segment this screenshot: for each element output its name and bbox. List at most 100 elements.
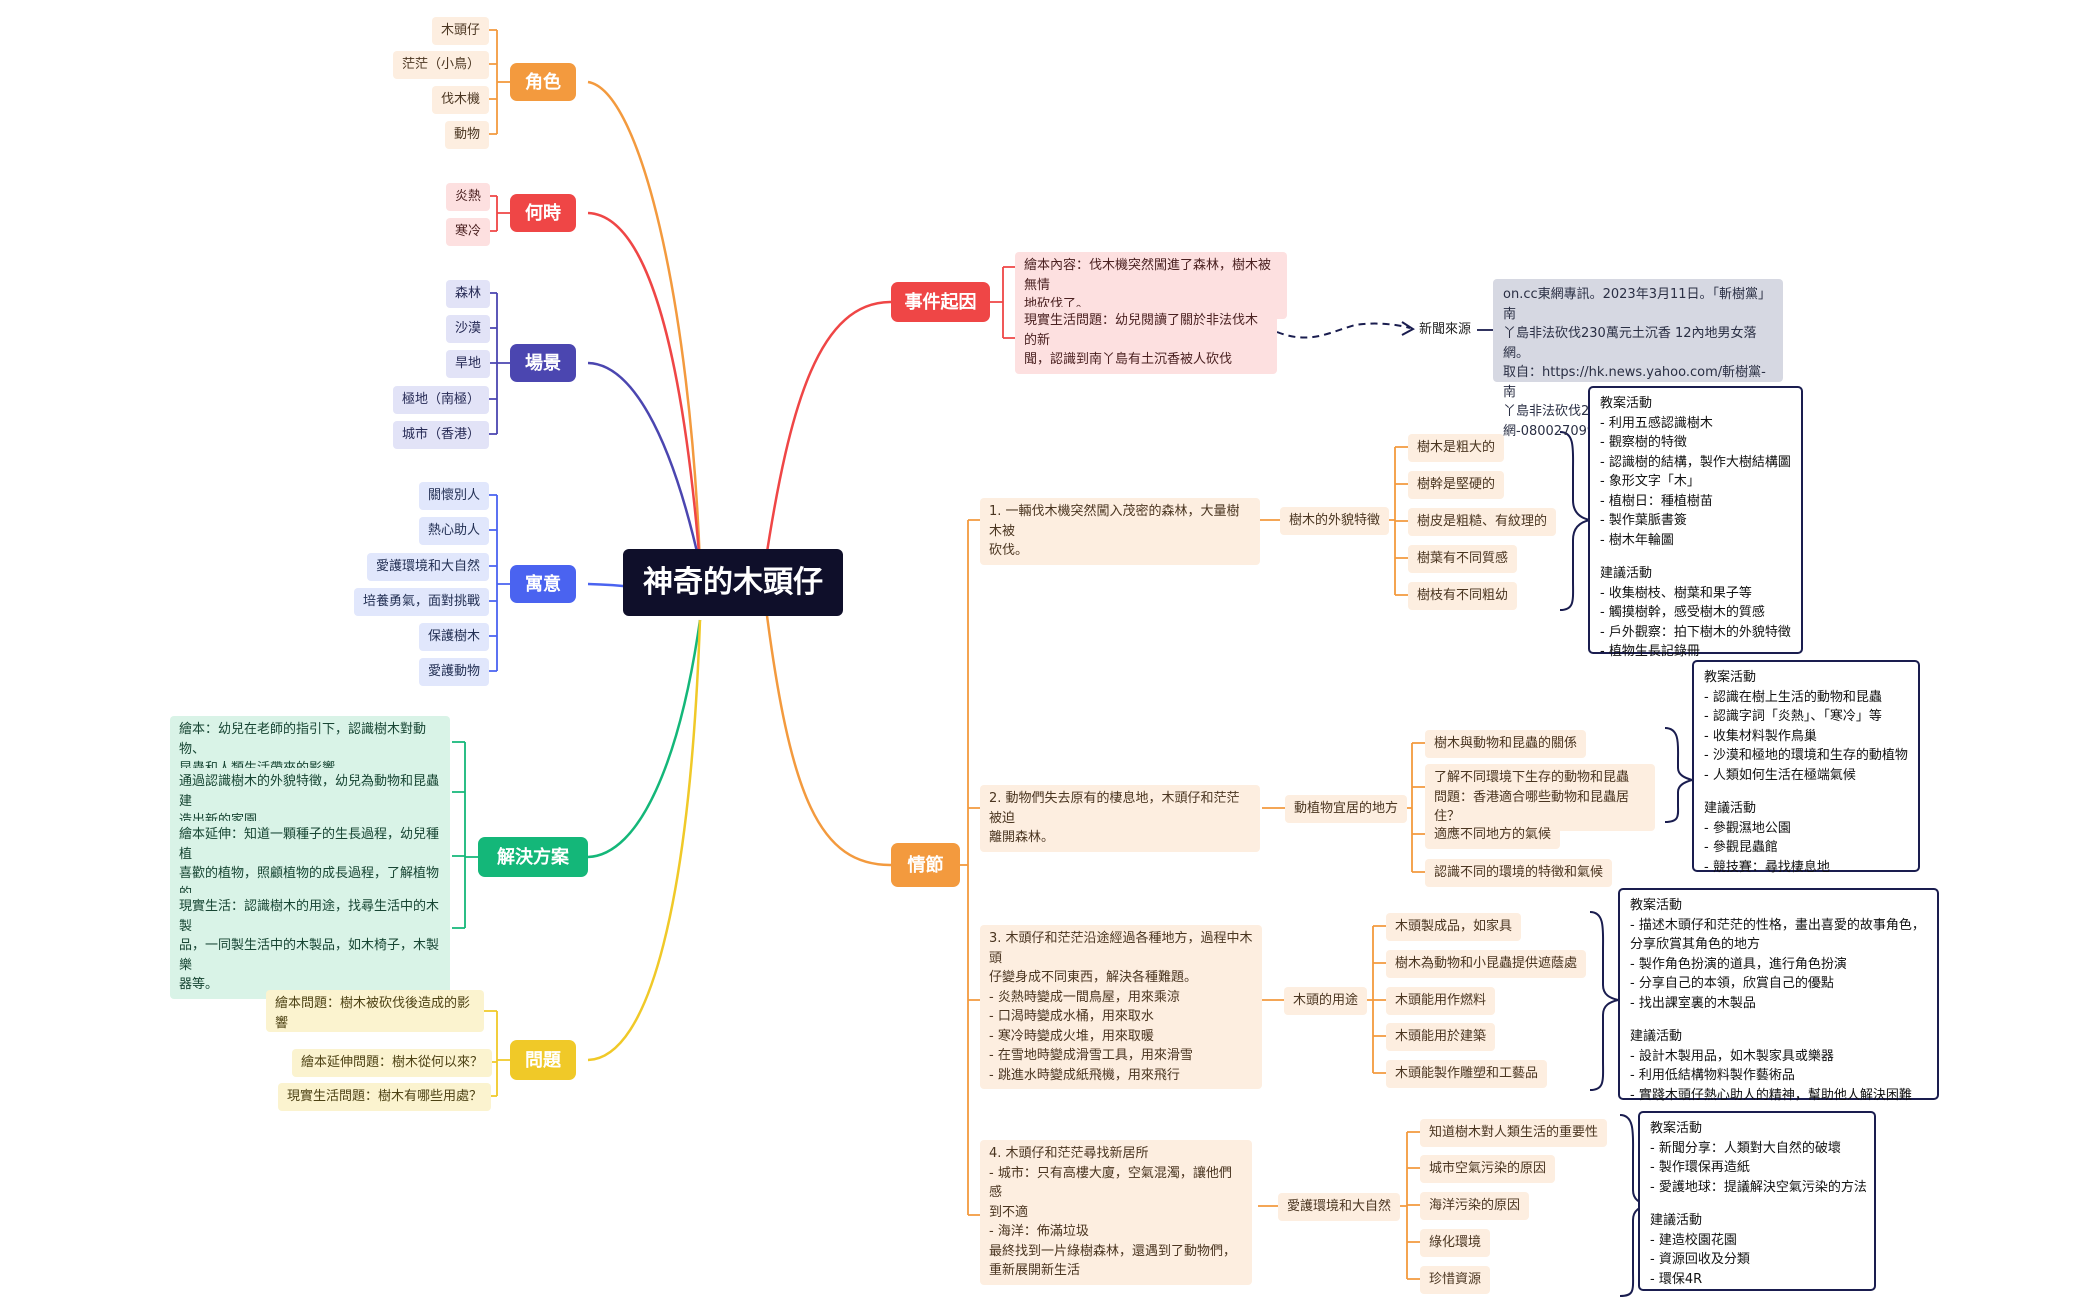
news-source-text[interactable]: on.cc東網專訊。2023年3月11日。「斬樹黨」南 丫島非法砍伐230萬元土… [1493,279,1783,439]
plot-subtopic[interactable]: 樹木是粗大的 [1408,434,1505,462]
characters-item[interactable]: 茫茫（小鳥） [393,51,490,79]
activity-line: - 愛護地球：提議解決空氣污染的方法 [1650,1179,1867,1195]
meaning-item[interactable]: 關懷別人 [419,482,490,510]
activity-box[interactable]: 教案活動 - 認識在樹上生活的動物和昆蟲 - 認識字詞「炎熱」、「寒冷」等 - 收集材… [1692,660,1920,875]
topic-question[interactable]: 問題 [510,1040,576,1080]
plot-topic[interactable]: 動植物宜居的地方 [1285,795,1408,823]
plot-subtopic[interactable]: 知道樹木對人類生活的重要性 [1420,1119,1608,1147]
scene-item[interactable]: 旱地 [446,350,491,378]
activity-spacer [1600,550,1791,564]
plot-subtopic[interactable]: 木頭能用作燃料 [1386,987,1496,1015]
topic-plot[interactable]: 情節 [891,843,960,887]
meaning-item[interactable]: 愛護環境和大自然 [367,553,490,581]
meaning-item[interactable]: 愛護動物 [419,658,490,686]
root-topic[interactable]: 神奇的木頭仔 [623,549,843,616]
characters-item[interactable]: 木頭仔 [432,17,490,45]
question-item[interactable]: 繪本延伸問題：樹木從何以來？ [292,1049,493,1077]
activity-line: - 實踐木頭仔熱心助人的精神，幫助他人解決困難 [1630,1087,1912,1103]
plot-scene[interactable]: 3. 木頭仔和茫茫沿途經過各種地方，過程中木頭 仔變身成不同東西，解決各種難題。… [980,925,1262,1089]
activity-line: - 新聞分享：人類對大自然的破壞 [1650,1140,1841,1156]
plot-subtopic[interactable]: 海洋污染的原因 [1420,1192,1530,1220]
plot-subtopic[interactable]: 樹葉有不同質感 [1408,545,1518,573]
topic-cause[interactable]: 事件起因 [891,282,990,322]
activity-line: - 認識字詞「炎熱」、「寒冷」等 [1704,709,1882,724]
plot-subtopic[interactable]: 樹木為動物和小昆蟲提供遮蔭處 [1386,950,1587,978]
activity-box[interactable]: 教案活動- 描述木頭仔和茫茫的性格，畫出喜愛的故事角色，分享欣賞其角色的地方- … [1618,888,1939,1103]
activity-line: - 環保4R [1650,1271,1703,1287]
plot-subtopic[interactable]: 適應不同地方的氣候 [1425,821,1561,849]
activity-line: - 資源回收及分類 [1650,1252,1750,1267]
activity-line: - 象形文字「木」 [1600,474,1700,489]
scene-item[interactable]: 沙漠 [446,315,491,343]
characters-item[interactable]: 伐木機 [432,86,490,114]
activity-line: 教案活動 [1630,898,1683,913]
plot-subtopic[interactable]: 樹幹是堅硬的 [1408,471,1505,499]
plot-topic[interactable]: 木頭的用途 [1284,987,1368,1015]
plot-scene[interactable]: 4. 木頭仔和茫茫尋找新居所 - 城市：只有高樓大廈，空氣混濁，讓他們感 到不適… [980,1140,1252,1285]
when-item[interactable]: 炎熱 [446,183,491,211]
activity-line: - 參觀昆蟲館 [1704,840,1778,855]
plot-scene[interactable]: 2. 動物們失去原有的棲息地，木頭仔和茫茫被迫 離開森林。 [980,785,1260,852]
activity-spacer [1630,1013,1927,1027]
plot-subtopic[interactable]: 綠化環境 [1420,1229,1491,1257]
when-item[interactable]: 寒冷 [446,218,491,246]
plot-subtopic[interactable]: 認識不同的環境的特徵和氣候 [1425,859,1613,887]
plot-topic[interactable]: 愛護環境和大自然 [1278,1193,1401,1221]
plot-subtopic[interactable]: 樹木與動物和昆蟲的關係 [1425,730,1587,758]
activity-line: - 製作角色扮演的道具，進行角色扮演 [1630,956,1847,972]
activity-line: - 收集樹枝、樹葉和果子等 [1600,585,1752,601]
plot-scene[interactable]: 1. 一輛伐木機突然闖入茂密的森林，大量樹木被 砍伐。 [980,498,1260,565]
activity-line: - 競技賽：尋找棲息地 [1704,859,1830,875]
plot-subtopic[interactable]: 木頭能用於建築 [1386,1023,1496,1051]
activity-line: - 利用五感認識樹木 [1600,415,1713,431]
solution-item[interactable]: 現實生活：認識樹木的用途，找尋生活中的木製 品，一同製生活中的木製品，如木椅子，… [170,893,450,999]
activity-line: - 人類如何生活在極端氣候 [1704,767,1856,783]
plot-subtopic[interactable]: 樹皮是粗糙、有紋理的 [1408,508,1557,536]
activity-line: - 植樹日：種植樹苗 [1600,493,1713,509]
topic-scene[interactable]: 場景 [510,344,576,382]
plot-subtopic[interactable]: 了解不同環境下生存的動物和昆蟲 問題：香港適合哪些動物和昆蟲居住？ [1425,764,1655,831]
activity-line: 建議活動 [1650,1213,1703,1228]
plot-subtopic[interactable]: 城市空氣污染的原因 [1420,1155,1556,1183]
scene-item[interactable]: 城市（香港） [393,421,490,449]
activity-line: - 利用低結構物料製作藝術品 [1630,1068,1795,1083]
topic-meaning[interactable]: 寓意 [510,565,576,603]
activity-line: - 設計木製用品，如木製家具或樂器 [1630,1048,1834,1064]
activity-line: - 認識在樹上生活的動物和昆蟲 [1704,689,1882,705]
activity-line: 教案活動 [1704,670,1757,685]
plot-subtopic[interactable]: 木頭製成品，如家具 [1386,913,1522,941]
activity-line: - 找出課室裏的木製品 [1630,995,1756,1011]
cause-item[interactable]: 現實生活問題：幼兒閱讀了關於非法伐木的新 聞，認識到南丫島有土沉香被人砍伐 [1015,307,1277,374]
activity-line: - 觀察樹的特徵 [1600,435,1687,450]
activity-spacer [1704,785,1908,799]
question-item[interactable]: 現實生活問題：樹木有哪些用處？ [278,1083,492,1111]
activity-box[interactable]: 教案活動 - 新聞分享：人類對大自然的破壞 - 製作環保再造紙 - 愛護地球：提議解決… [1638,1111,1876,1291]
topic-when[interactable]: 何時 [510,194,576,232]
activity-line: - 觸摸樹幹，感受樹木的質感 [1600,605,1765,620]
meaning-item[interactable]: 保護樹木 [419,623,490,651]
activity-line: 分享欣賞其角色的地方 [1630,937,1761,952]
activity-box[interactable]: 教案活動- 利用五感認識樹木- 觀察樹的特徵- 認識樹的結構，製作大樹結構圖- … [1588,386,1803,659]
activity-line: - 沙漠和極地的環境和生存的動植物 [1704,748,1908,763]
news-source-label[interactable]: 新聞來源 [1418,322,1471,338]
characters-item[interactable]: 動物 [445,121,490,149]
topic-characters[interactable]: 角色 [510,63,576,101]
activity-line: - 收集材料製作鳥巢 [1704,728,1817,744]
activity-line: - 製作環保再造紙 [1650,1160,1750,1175]
topic-solution[interactable]: 解決方案 [478,837,588,877]
question-item[interactable]: 繪本問題：樹木被砍伐後造成的影響 [266,990,484,1032]
activity-line: 建議活動 [1600,566,1653,581]
scene-item[interactable]: 森林 [446,280,491,308]
scene-item[interactable]: 極地（南極） [393,386,490,414]
activity-line: 教案活動 [1650,1121,1703,1136]
activity-line: - 植物生長記錄冊 [1600,644,1700,659]
plot-subtopic[interactable]: 珍惜資源 [1420,1266,1491,1294]
plot-topic[interactable]: 樹木的外貌特徵 [1280,507,1390,535]
meaning-item[interactable]: 培養勇氣，面對挑戰 [354,588,490,616]
activity-line: 建議活動 [1704,801,1757,816]
meaning-item[interactable]: 熱心助人 [419,517,490,545]
plot-subtopic[interactable]: 樹枝有不同粗幼 [1408,582,1518,610]
activity-line: - 認識樹的結構，製作大樹結構圖 [1600,454,1791,470]
plot-subtopic[interactable]: 木頭能製作雕塑和工藝品 [1386,1060,1548,1088]
activity-spacer [1650,1197,1864,1211]
